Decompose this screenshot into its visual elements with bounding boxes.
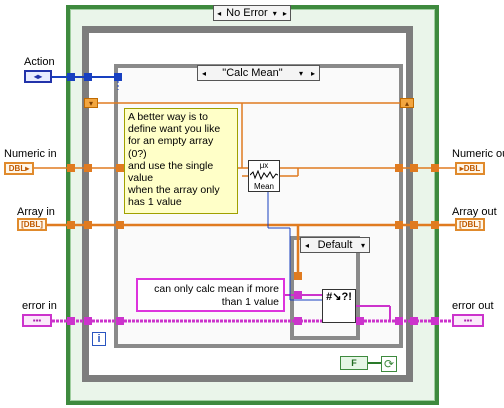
array-out-indicator[interactable]: [DBL]: [455, 218, 485, 231]
error-out-indicator[interactable]: ▪▪▪: [452, 314, 484, 327]
action-tunnel-case[interactable]: [114, 73, 122, 81]
error-tunnel-case-in[interactable]: [116, 317, 124, 325]
array-tunnel-outer-in[interactable]: [67, 221, 75, 229]
error-tunnel-default-out[interactable]: [356, 317, 364, 325]
mean-subvi-label: Mean: [253, 182, 274, 191]
comment-empty-array-note: A better way is to define want you like …: [124, 108, 238, 214]
numeric-tunnel-case-in[interactable]: [116, 164, 124, 172]
error-subvi-glyph: #↘?!: [326, 291, 352, 303]
numeric-tunnel-outer-out[interactable]: [431, 164, 439, 172]
action-tunnel-outer[interactable]: [67, 73, 75, 81]
array-out-label: Array out: [452, 206, 497, 218]
array-tunnel-loop-out[interactable]: [410, 221, 418, 229]
numeric-in-label: Numeric in: [4, 148, 57, 160]
array-in-type: DBL: [23, 220, 41, 229]
error-tunnel-loop-out[interactable]: [410, 317, 418, 325]
numeric-tunnel-outer-in[interactable]: [67, 164, 75, 172]
comment-tunnel-default-in[interactable]: [294, 291, 302, 299]
calc-mean-case-selector[interactable]: ◂ "Calc Mean" ▾ ▸: [197, 65, 320, 81]
numeric-out-type: DBL: [463, 164, 481, 173]
array-tunnel-case-in[interactable]: [116, 221, 124, 229]
numeric-in-type: DBL: [8, 164, 26, 173]
numeric-in-control[interactable]: DBL▸: [4, 162, 34, 175]
action-label: Action: [24, 56, 55, 68]
dropdown-arrow-icon[interactable]: ▾: [298, 68, 303, 78]
array-tunnel-outer-out[interactable]: [431, 221, 439, 229]
dropdown-arrow-icon[interactable]: ▾: [272, 8, 277, 18]
calc-mean-case-selector-label: "Calc Mean": [222, 67, 283, 79]
error-tunnel-outer-in[interactable]: [67, 317, 75, 325]
numeric-out-label: Numeric out: [452, 148, 504, 160]
shift-register-right-icon[interactable]: ▴: [400, 98, 414, 108]
action-control[interactable]: ◂▸: [24, 70, 52, 83]
array-tunnel-loop-in[interactable]: [84, 221, 92, 229]
error-out-label: error out: [452, 300, 494, 312]
error-cluster-subvi[interactable]: #↘?!: [322, 289, 356, 323]
outer-case-selector[interactable]: ◂ No Error ▾ ▸: [213, 5, 291, 21]
array-out-type: DBL: [461, 220, 479, 229]
numeric-out-indicator[interactable]: ▸DBL: [455, 162, 485, 175]
outer-case-selector-label: No Error: [226, 7, 268, 19]
numeric-tunnel-loop-out[interactable]: [410, 164, 418, 172]
error-tunnel-loop-in[interactable]: [84, 317, 92, 325]
decrement-arrow-icon[interactable]: ◂: [201, 68, 206, 78]
comment-mean-condition: can only calc mean if more than 1 value: [136, 278, 285, 312]
error-in-control[interactable]: ▪▪▪: [22, 314, 52, 327]
mean-subvi[interactable]: μx Mean: [248, 160, 280, 192]
dropdown-arrow-icon[interactable]: ▾: [360, 240, 365, 250]
mean-subvi-symbol: μx: [259, 161, 269, 170]
false-constant[interactable]: F: [340, 356, 368, 370]
waveform-icon: [249, 169, 279, 181]
action-tunnel-loop[interactable]: [84, 73, 92, 81]
array-in-label: Array in: [17, 206, 55, 218]
increment-arrow-icon[interactable]: ▸: [282, 8, 287, 18]
array-tunnel-default-in[interactable]: [294, 272, 302, 280]
decrement-arrow-icon[interactable]: ◂: [304, 240, 309, 250]
increment-arrow-icon[interactable]: ▸: [310, 68, 315, 78]
shift-register-left-icon[interactable]: ▾: [84, 98, 98, 108]
array-tunnel-case-out[interactable]: [395, 221, 403, 229]
array-in-control[interactable]: [DBL]: [17, 218, 47, 231]
error-tunnel-default-in[interactable]: [294, 317, 302, 325]
iteration-info-icon[interactable]: i: [92, 332, 106, 346]
numeric-tunnel-case-out[interactable]: [395, 164, 403, 172]
error-tunnel-outer-out[interactable]: [431, 317, 439, 325]
error-tunnel-case-out[interactable]: [395, 317, 403, 325]
default-case-selector[interactable]: ◂ Default ▾: [300, 237, 370, 253]
decrement-arrow-icon[interactable]: ◂: [217, 8, 222, 18]
default-case-selector-label: Default: [317, 239, 353, 251]
stop-icon[interactable]: ⟳: [381, 356, 397, 372]
error-in-label: error in: [22, 300, 57, 312]
numeric-tunnel-loop-in[interactable]: [84, 164, 92, 172]
